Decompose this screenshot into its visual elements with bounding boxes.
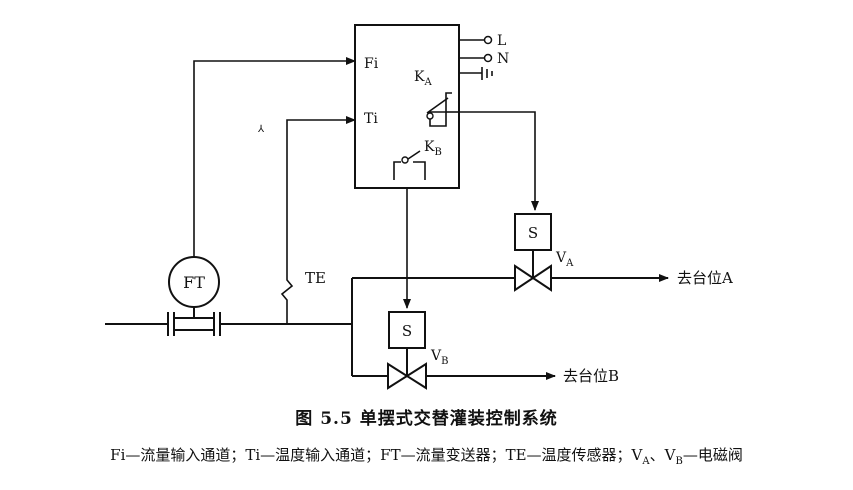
svg-text:VB: VB [430, 348, 448, 367]
svg-text:FT: FT [183, 273, 205, 292]
flow-transmitter: FT [168, 57, 356, 318]
svg-text:KB: KB [424, 139, 442, 158]
svg-text:S: S [402, 322, 412, 340]
terminal-l-dot [483, 35, 493, 45]
ground-icon [481, 67, 493, 80]
svg-text:TE: TE [305, 269, 326, 287]
stray-mark: ⅄ [258, 124, 265, 135]
control-system-diagram: Fi Ti L N KA KB [105, 24, 733, 390]
outlet-b-label: 去台位B [563, 367, 619, 385]
figure-title: 图 5.5 单摆式交替灌装控制系统 [295, 409, 558, 429]
solenoid-valve-b: S VB 去台位B [387, 188, 619, 390]
svg-text:VA: VA [555, 250, 574, 269]
svg-text:KA: KA [414, 69, 432, 88]
branch-pipes [351, 277, 515, 377]
relay-kb-contact: KB [393, 139, 442, 180]
svg-text:S: S [528, 224, 538, 242]
temperature-sensor: TE [280, 116, 356, 324]
figure-legend: Fi—流量输入通道；Ti—温度输入通道；FT—流量变送器；TE—温度传感器；VA… [110, 446, 743, 467]
controller-unit: Fi Ti L N KA KB [354, 24, 509, 189]
terminal-l-label: L [497, 33, 506, 49]
terminal-n-dot [483, 53, 493, 63]
power-terminals: L N [459, 33, 509, 80]
outlet-a-label: 去台位A [677, 269, 733, 287]
ti-input-label: Ti [364, 111, 378, 127]
main-pipeline [105, 312, 352, 336]
terminal-n-label: N [497, 51, 509, 67]
relay-ka-contact: KA [414, 69, 459, 127]
solenoid-valve-a: S VA 去台位A [459, 111, 733, 292]
fi-input-label: Fi [364, 56, 379, 72]
